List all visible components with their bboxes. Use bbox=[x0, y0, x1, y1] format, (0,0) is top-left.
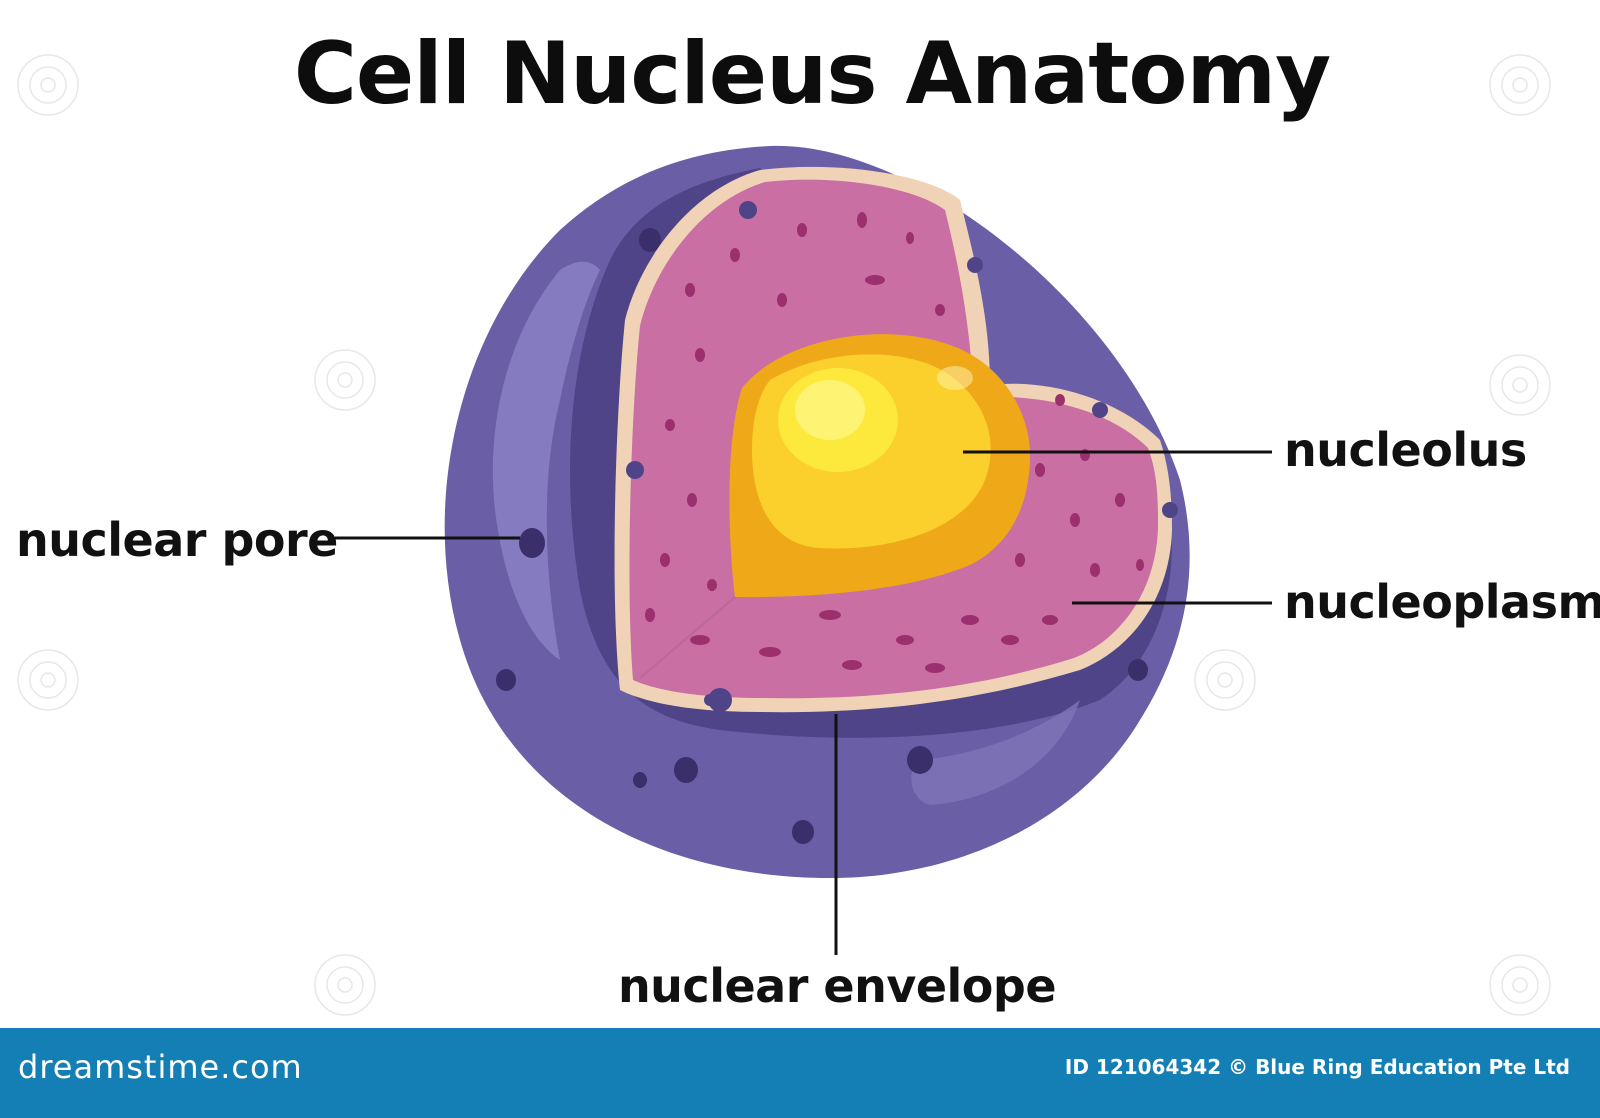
speckle bbox=[896, 635, 914, 645]
envelope-highlight bbox=[492, 261, 600, 660]
rim-notch bbox=[739, 201, 757, 219]
speckle bbox=[685, 283, 695, 297]
nucleus-illustration bbox=[444, 145, 1190, 878]
speckle bbox=[906, 232, 914, 244]
footer-credit: ID 121064342 © Blue Ring Education Pte L… bbox=[1064, 1055, 1570, 1079]
page-title: Cell Nucleus Anatomy bbox=[294, 24, 1330, 124]
speckle bbox=[865, 275, 885, 285]
envelope-highlight-lower bbox=[911, 700, 1080, 805]
speckle bbox=[665, 419, 675, 431]
speckle bbox=[1136, 559, 1144, 571]
speckle bbox=[1115, 493, 1125, 507]
speckle bbox=[759, 647, 781, 657]
nuclear-pore-dot bbox=[792, 820, 814, 844]
footer-bar: dreamstime.com ID 121064342 © Blue Ring … bbox=[0, 1028, 1600, 1118]
speckle bbox=[1090, 563, 1100, 577]
nuclear-pore-dot bbox=[633, 772, 647, 788]
speckle bbox=[690, 635, 710, 645]
speckle bbox=[1055, 394, 1065, 406]
rim-notch bbox=[708, 688, 732, 712]
label-nucleolus: nucleolus bbox=[1284, 423, 1527, 477]
rim-notches bbox=[626, 201, 1178, 712]
speckle bbox=[730, 248, 740, 262]
nuclear-pore-dot bbox=[639, 228, 661, 252]
nucleoplasm-speckles bbox=[645, 212, 1144, 673]
watermark-marks bbox=[17, 54, 1551, 1016]
speckle bbox=[1042, 615, 1058, 625]
label-nuclear-pore: nuclear pore bbox=[16, 513, 338, 567]
nucleolus-glint bbox=[937, 366, 973, 390]
speckle bbox=[842, 660, 862, 670]
nuclear-pore-dot bbox=[1128, 659, 1148, 681]
footer-logo[interactable]: dreamstime.com bbox=[18, 1048, 303, 1086]
speckle bbox=[935, 304, 945, 316]
rim-notch bbox=[626, 461, 644, 479]
speckle bbox=[707, 579, 717, 591]
nuclear-pore-dot bbox=[496, 669, 516, 691]
leader-lines bbox=[335, 450, 1272, 955]
speckle bbox=[961, 615, 979, 625]
label-nuclear-envelope: nuclear envelope bbox=[618, 959, 1056, 1013]
nuclear-pore-dot bbox=[519, 528, 545, 558]
speckle bbox=[819, 610, 841, 620]
rim-notch bbox=[967, 257, 983, 273]
nuclear-pore-dot bbox=[907, 746, 933, 774]
speckle bbox=[695, 348, 705, 362]
rim-notch bbox=[704, 694, 716, 706]
nucleolus-shine bbox=[795, 380, 865, 440]
rim-notch bbox=[1092, 402, 1108, 418]
speckle bbox=[925, 663, 945, 673]
cross-section-line bbox=[639, 596, 736, 679]
speckle bbox=[687, 493, 697, 507]
speckle bbox=[857, 212, 867, 228]
rim-notch bbox=[1162, 502, 1178, 518]
speckle bbox=[1001, 635, 1019, 645]
nuclear-pore-dot bbox=[674, 757, 698, 783]
speckle bbox=[660, 553, 670, 567]
speckle bbox=[797, 223, 807, 237]
speckle bbox=[777, 293, 787, 307]
speckle bbox=[1015, 553, 1025, 567]
label-nucleoplasm: nucleoplasm bbox=[1284, 575, 1600, 629]
nuclear-pores bbox=[496, 228, 1148, 844]
speckle bbox=[645, 608, 655, 622]
cell-nucleus-diagram: Cell Nucleus Anatomy bbox=[16, 24, 1600, 1016]
speckle bbox=[1035, 463, 1045, 477]
speckle bbox=[1070, 513, 1080, 527]
